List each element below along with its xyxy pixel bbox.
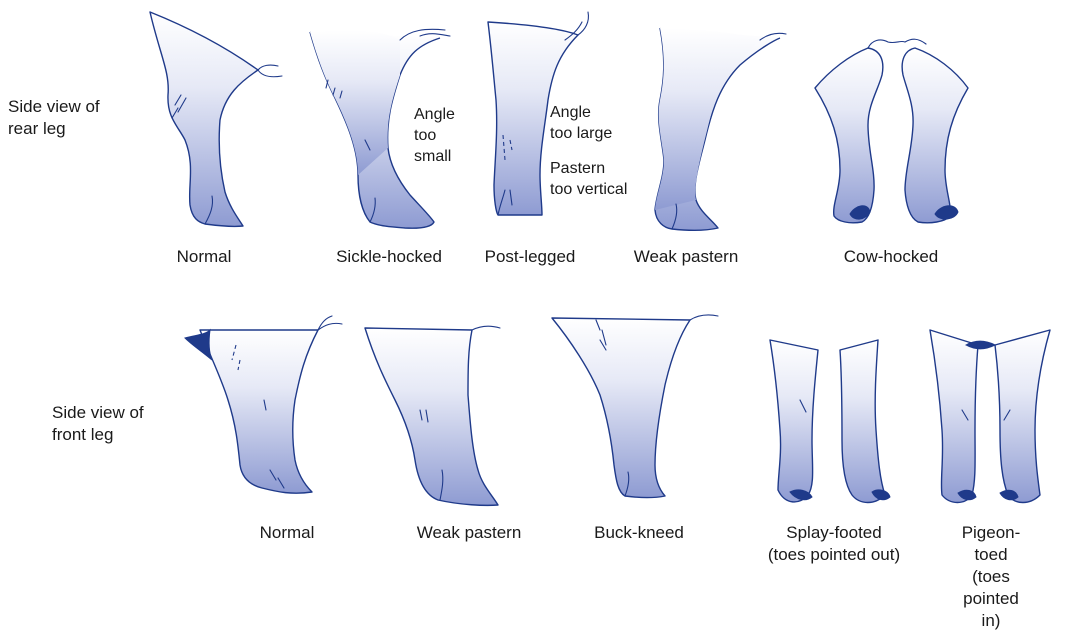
caption-rear-weak-pastern: Weak pastern: [634, 246, 739, 268]
rear-weak-pastern-leg: [655, 28, 786, 230]
rear-normal-leg: [150, 12, 282, 226]
caption-front-buck-kneed: Buck-kneed: [594, 522, 684, 544]
caption-front-splay-footed: Splay-footed (toes pointed out): [768, 522, 900, 566]
note-post-pastern: Pastern too vertical: [550, 158, 627, 200]
caption-front-normal: Normal: [260, 522, 315, 544]
caption-rear-post-legged: Post-legged: [485, 246, 576, 268]
leg-illustrations: [0, 0, 1070, 566]
note-post-angle: Angle too large: [550, 102, 612, 144]
front-row-label: Side view of front leg: [52, 402, 144, 446]
front-weak-pastern-leg: [365, 326, 500, 505]
rear-cow-hocked-legs: [815, 39, 968, 223]
caption-rear-sickle-hocked: Sickle-hocked: [336, 246, 442, 268]
note-sickle-angle: Angle too small: [414, 104, 455, 167]
rear-row-label: Side view of rear leg: [8, 96, 100, 140]
caption-front-weak-pastern: Weak pastern: [417, 522, 522, 544]
front-splay-footed-legs: [770, 340, 890, 503]
front-normal-leg: [185, 316, 342, 493]
caption-front-pigeon-toed: Pigeon-toed (toes pointed in): [952, 522, 1031, 632]
front-pigeon-toed-legs: [930, 330, 1050, 503]
front-buck-kneed-leg: [552, 315, 718, 497]
caption-rear-normal: Normal: [177, 246, 232, 268]
caption-rear-cow-hocked: Cow-hocked: [844, 246, 939, 268]
